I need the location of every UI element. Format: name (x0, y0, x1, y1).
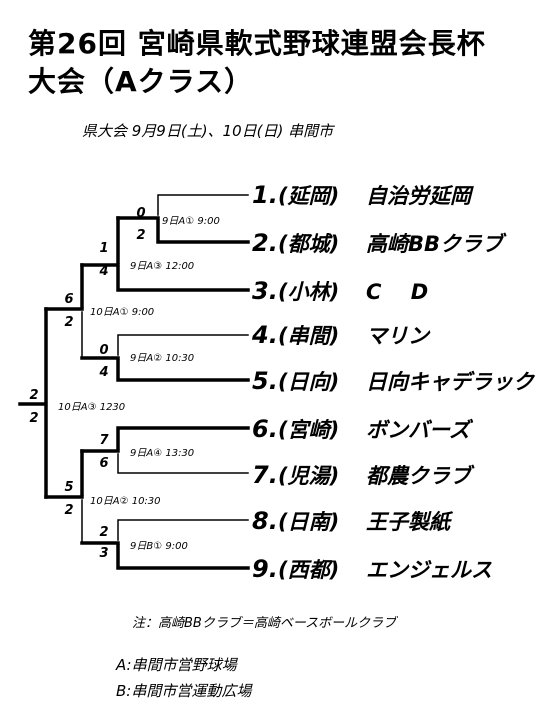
team-name: マリン (366, 324, 429, 348)
team-area: (日向) (278, 370, 340, 394)
title-line-2: 大会（Aクラス） (28, 65, 254, 98)
team-area: (串間) (278, 324, 340, 348)
team-number: 7. (252, 461, 278, 489)
team-row-5: 5.(日向) 日向キャデラック (252, 366, 534, 396)
g5-label: 9日A④ 13:30 (130, 448, 195, 459)
g3-score-bottom: 4 (99, 365, 109, 380)
g1-score-bottom: 2 (136, 228, 146, 243)
g4-label: 10日A① 9:00 (90, 307, 155, 318)
bracket-g6-bottom (116, 544, 250, 570)
team-area: (日南) (278, 510, 340, 534)
g4-score-bottom: 2 (64, 315, 74, 330)
g6-score-bottom: 3 (99, 546, 109, 561)
footnote: 注：高崎BBクラブ＝高崎ベースボールクラブ (132, 616, 397, 631)
bracket-g1-top (157, 194, 249, 216)
team-number: 3. (252, 277, 278, 305)
venue-b: B:串間市営運動広場 (116, 682, 252, 700)
team-area: (児湯) (278, 464, 340, 488)
g7-score-top: 5 (64, 480, 74, 495)
g5-score-top: 7 (99, 433, 109, 448)
team-name: C D (366, 280, 429, 304)
team-row-3: 3.(小林) C D (252, 276, 428, 306)
final-score-bottom: 2 (29, 411, 39, 426)
team-area: (都城) (278, 232, 340, 256)
team-number: 8. (252, 507, 278, 535)
team-row-8: 8.(日南) 王子製紙 (252, 506, 450, 536)
final-score-top: 2 (29, 388, 39, 403)
team-name: 自治労延岡 (366, 184, 471, 208)
team-number: 5. (252, 367, 278, 395)
g7-score-bottom: 2 (64, 503, 74, 518)
team-area: (宮崎) (278, 418, 340, 442)
final-label: 10日A③ 1230 (58, 402, 126, 413)
g1-label: 9日A① 9:00 (162, 216, 220, 227)
title-line-1: 第26回 宮崎県軟式野球連盟会長杯 (28, 27, 486, 60)
team-number: 6. (252, 415, 278, 443)
g4-score-top: 6 (64, 292, 74, 307)
team-number: 2. (252, 229, 278, 257)
team-area: (西都) (278, 558, 340, 582)
team-area: (延岡) (278, 184, 340, 208)
g3-label: 9日A② 10:30 (130, 353, 195, 364)
team-name: 王子製紙 (366, 510, 450, 534)
team-name: 日向キャデラック (366, 370, 534, 394)
team-row-4: 4.(串間) マリン (252, 320, 429, 350)
bracket-g6-top (117, 519, 249, 541)
team-number: 9. (252, 555, 278, 583)
team-name: 高崎BBクラブ (366, 232, 504, 256)
team-row-7: 7.(児湯) 都農クラブ (252, 460, 471, 490)
g6-label: 9日B① 9:00 (130, 541, 188, 552)
subtitle: 県大会 9月9日(土)、10日(日) 串間市 (82, 122, 334, 140)
g2-label: 9日A③ 12:00 (130, 261, 195, 272)
bracket-g5-top (116, 426, 250, 450)
team-number: 1. (252, 181, 278, 209)
team-row-2: 2.(都城) 高崎BBクラブ (252, 228, 503, 258)
g6-score-top: 2 (99, 525, 109, 540)
g1-score-top: 0 (136, 206, 146, 221)
g2-score-bottom: 4 (99, 264, 109, 279)
g3-score-top: 0 (99, 343, 109, 358)
team-area: (小林) (278, 280, 340, 304)
bracket-g1-bottom (156, 219, 250, 244)
team-name: 都農クラブ (366, 464, 471, 488)
team-row-9: 9.(西都) エンジェルス (252, 554, 492, 584)
team-row-1: 1.(延岡) 自治労延岡 (252, 180, 471, 210)
bracket-g5-bottom (117, 453, 249, 474)
bracket-g2-bottom (116, 266, 250, 292)
team-row-6: 6.(宮崎) ボンバーズ (252, 414, 470, 444)
g2-score-top: 1 (99, 241, 109, 256)
g5-score-bottom: 6 (99, 456, 109, 471)
g7-label: 10日A② 10:30 (90, 496, 161, 507)
team-name: エンジェルス (366, 558, 492, 582)
team-name: ボンバーズ (366, 418, 470, 442)
venue-a: A:串間市営野球場 (116, 656, 237, 674)
bracket-g3-bottom (116, 359, 250, 382)
team-number: 4. (252, 321, 278, 349)
bracket-g3-top (117, 334, 249, 356)
